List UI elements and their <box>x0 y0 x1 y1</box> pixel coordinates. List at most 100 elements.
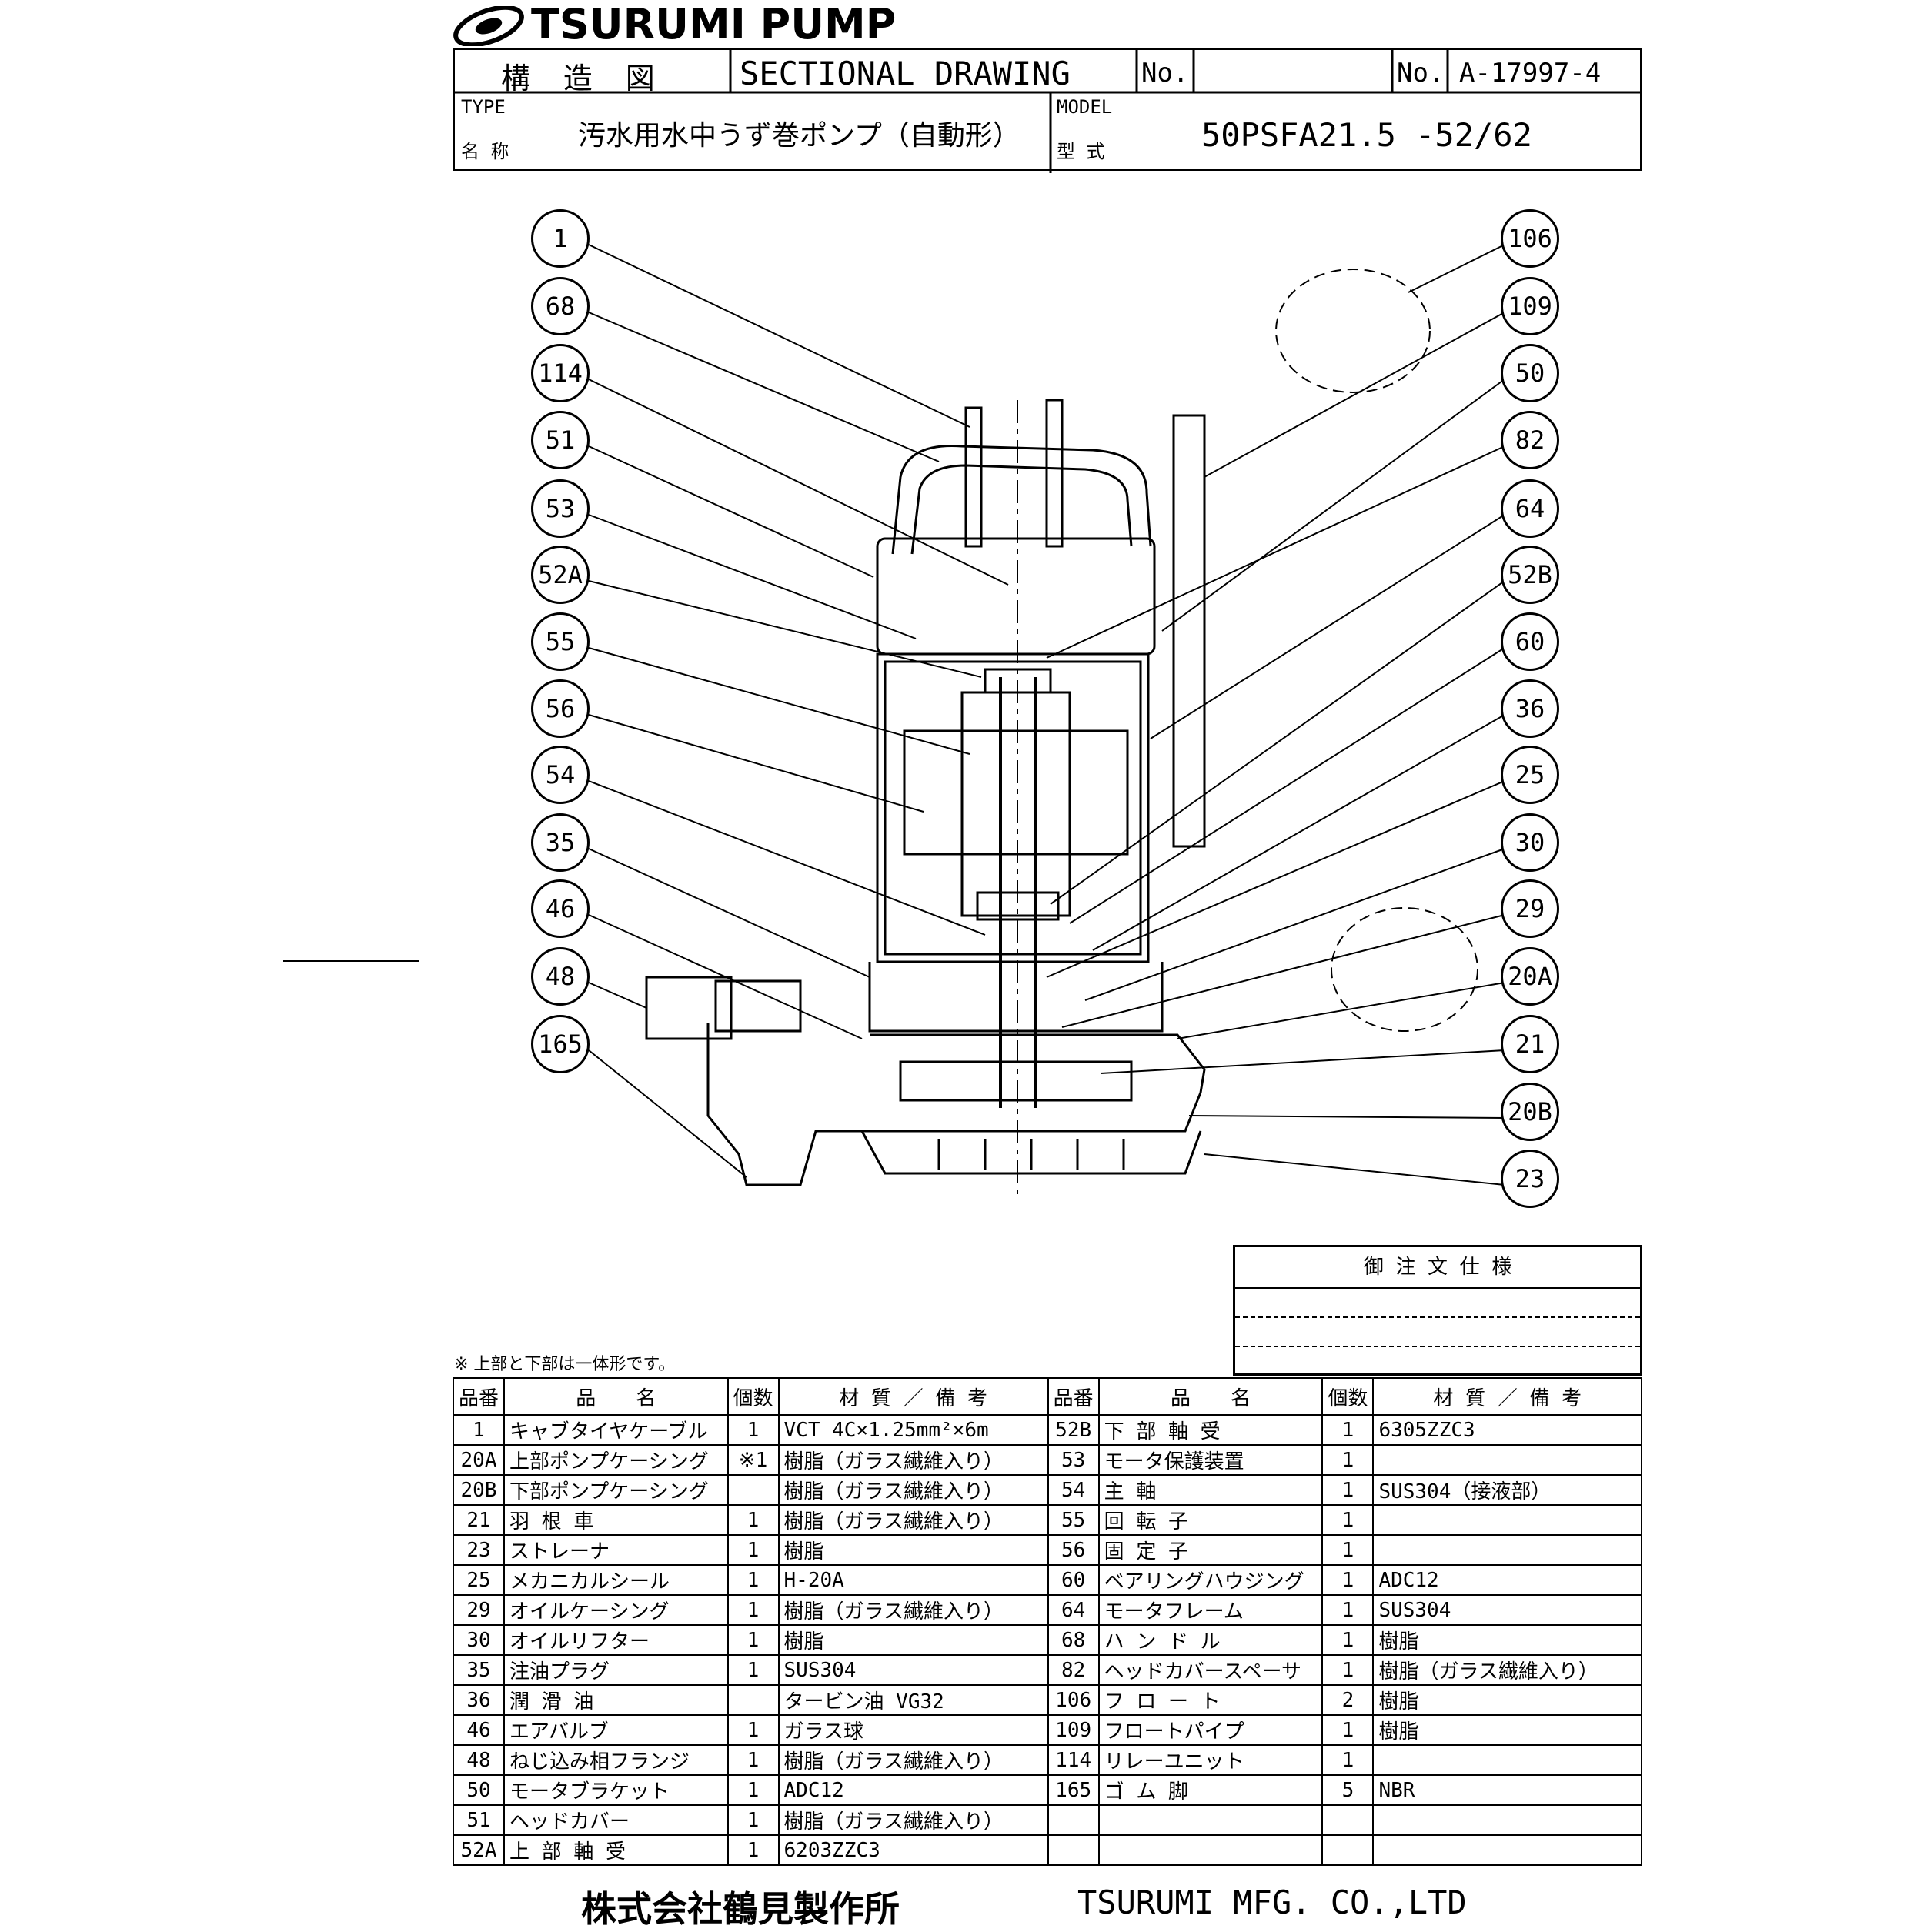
drawing-title-jp: 構 造 図 <box>501 62 663 95</box>
table-cell: ゴ ム 脚 <box>1097 1774 1324 1806</box>
callout-bubble: 60 <box>1501 612 1559 671</box>
table-cell <box>1097 1834 1324 1866</box>
callout-bubble: 56 <box>531 679 590 738</box>
table-cell: ※1 <box>727 1444 780 1476</box>
table-cell: 21 <box>452 1504 506 1536</box>
table-cell: 52A <box>452 1834 506 1866</box>
callout-bubble: 51 <box>531 411 590 469</box>
table-cell: 1 <box>727 1414 780 1446</box>
table-cell: 1 <box>1321 1534 1375 1566</box>
table-header-cell: 品 名 <box>1097 1377 1324 1416</box>
table-cell: H-20A <box>777 1564 1049 1596</box>
table-header-row: 品番品 名個数材 質 ／ 備 考品番品 名個数材 質 ／ 備 考 <box>452 1377 1642 1416</box>
callout-bubble: 1 <box>531 209 590 268</box>
table-cell: 樹脂 <box>1372 1714 1642 1746</box>
table-cell: 5 <box>1321 1774 1375 1806</box>
table-cell: 56 <box>1047 1534 1100 1566</box>
order-spec-box: 御 注 文 仕 様 <box>1233 1245 1642 1376</box>
table-cell: 1 <box>727 1504 780 1536</box>
callout-bubble: 68 <box>531 277 590 335</box>
table-cell: 固 定 子 <box>1097 1534 1324 1566</box>
table-cell: 樹脂（ガラス繊維入り） <box>777 1474 1049 1506</box>
callout-bubble: 35 <box>531 813 590 872</box>
table-cell: 1 <box>452 1414 506 1446</box>
table-cell: 1 <box>1321 1474 1375 1506</box>
table-cell: 1 <box>727 1564 780 1596</box>
table-cell: 55 <box>1047 1504 1100 1536</box>
table-cell <box>727 1684 780 1716</box>
table-cell: 1 <box>727 1714 780 1746</box>
table-cell <box>1372 1804 1642 1836</box>
table-cell: エアバルブ <box>503 1714 729 1746</box>
table-cell: ガラス球 <box>777 1714 1049 1746</box>
callout-bubble: 30 <box>1501 813 1559 872</box>
table-cell: ねじ込み相フランジ <box>503 1744 729 1776</box>
table-cell: 46 <box>452 1714 506 1746</box>
table-cell <box>1372 1504 1642 1536</box>
table-cell: ADC12 <box>777 1774 1049 1806</box>
table-cell: 樹脂（ガラス繊維入り） <box>777 1504 1049 1536</box>
table-cell <box>727 1474 780 1506</box>
table-header-cell: 品 名 <box>503 1377 729 1416</box>
table-header-cell: 品番 <box>452 1377 506 1416</box>
order-spec-line <box>1235 1316 1640 1318</box>
callout-bubble: 23 <box>1501 1150 1559 1208</box>
table-cell: 35 <box>452 1654 506 1686</box>
callout-bubble: 54 <box>531 746 590 804</box>
table-cell: モータ保護装置 <box>1097 1444 1324 1476</box>
table-cell: ハ ン ド ル <box>1097 1624 1324 1656</box>
table-cell: 下部ポンプケーシング <box>503 1474 729 1506</box>
table-cell: VCT 4C×1.25mm²×6m <box>777 1414 1049 1446</box>
table-cell: 1 <box>727 1744 780 1776</box>
drawing-title-en: SECTIONAL DRAWING <box>740 55 1071 92</box>
table-cell: 1 <box>1321 1624 1375 1656</box>
table-cell <box>1372 1534 1642 1566</box>
table-cell: 樹脂（ガラス繊維入り） <box>777 1594 1049 1626</box>
table-cell: 114 <box>1047 1744 1100 1776</box>
table-cell: モータフレーム <box>1097 1594 1324 1626</box>
table-header-cell: 材 質 ／ 備 考 <box>777 1377 1049 1416</box>
table-cell: メカニカルシール <box>503 1564 729 1596</box>
table-cell: 1 <box>727 1534 780 1566</box>
callout-bubble: 165 <box>531 1015 590 1073</box>
table-cell: モータブラケット <box>503 1774 729 1806</box>
table-cell: 53 <box>1047 1444 1100 1476</box>
table-cell <box>1372 1444 1642 1476</box>
table-cell: 上 部 軸 受 <box>503 1834 729 1866</box>
table-cell: ベアリングハウジング <box>1097 1564 1324 1596</box>
table-cell: 54 <box>1047 1474 1100 1506</box>
table-cell <box>1372 1744 1642 1776</box>
table-cell: 樹脂 <box>1372 1624 1642 1656</box>
callout-bubble: 52B <box>1501 546 1559 604</box>
table-cell: 1 <box>727 1654 780 1686</box>
table-cell <box>1047 1804 1100 1836</box>
callout-bubble: 48 <box>531 947 590 1006</box>
table-cell: 1 <box>1321 1414 1375 1446</box>
table-cell: 1 <box>727 1804 780 1836</box>
sectional-drawing <box>283 244 1505 1200</box>
table-cell: 樹脂 <box>1372 1684 1642 1716</box>
product-name: 汚水用水中うず巻ポンプ（自動形） <box>578 120 1020 152</box>
table-cell: 上部ポンプケーシング <box>503 1444 729 1476</box>
table-cell: リレーユニット <box>1097 1744 1324 1776</box>
tsurumi-logo-icon <box>453 6 524 46</box>
name-label: 名 称 <box>461 141 509 162</box>
callout-bubble: 36 <box>1501 679 1559 738</box>
table-cell: 106 <box>1047 1684 1100 1716</box>
table-cell: 82 <box>1047 1654 1100 1686</box>
callout-bubble: 64 <box>1501 479 1559 538</box>
table-cell <box>1047 1834 1100 1866</box>
table-cell: 30 <box>452 1624 506 1656</box>
table-cell: ヘッドカバー <box>503 1804 729 1836</box>
callout-bubble: 55 <box>531 612 590 671</box>
table-cell: 60 <box>1047 1564 1100 1596</box>
model-label-jp: 型 式 <box>1057 141 1105 162</box>
table-cell: フ ロ ー ト <box>1097 1684 1324 1716</box>
